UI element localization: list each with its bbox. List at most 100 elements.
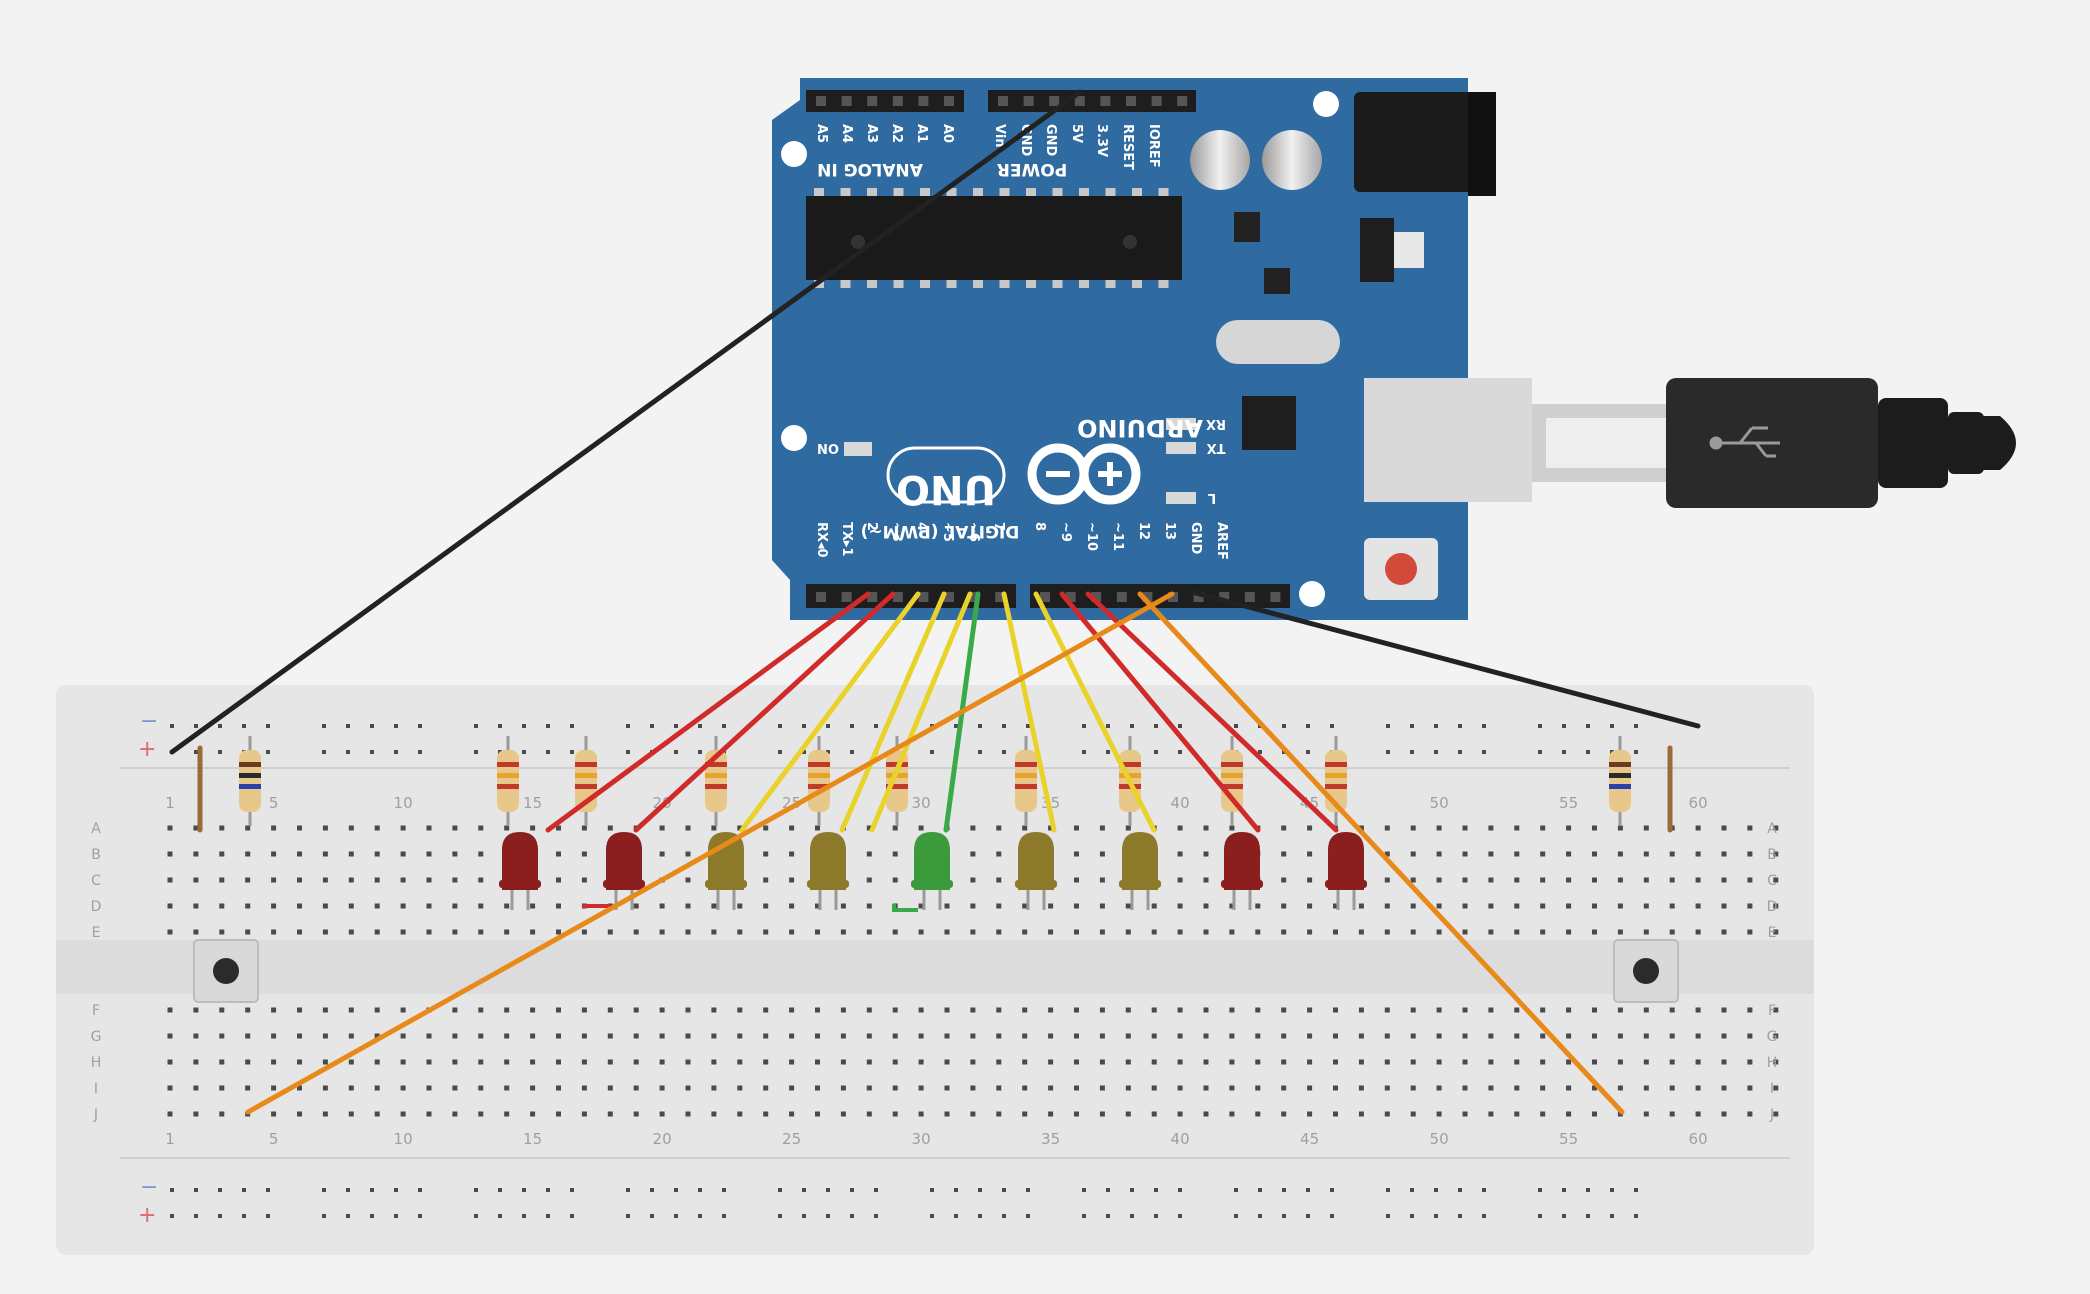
breadboard: − + − + 11551010151520202525303035354040…	[56, 685, 1814, 1255]
tx-led-label: TX	[1207, 440, 1226, 455]
row-label: F	[1768, 1003, 1776, 1019]
pin-label: IOREF	[1146, 124, 1161, 168]
column-label: 1	[165, 794, 175, 812]
pin-label: ~10	[1084, 522, 1099, 551]
led	[807, 832, 849, 910]
column-label: 50	[1430, 794, 1449, 812]
row-label: B	[91, 847, 101, 863]
pin-label: 3.3V	[1094, 124, 1109, 157]
wire-yellow	[869, 591, 973, 833]
usb-cable	[1546, 378, 2016, 508]
pin-label: ~11	[1110, 522, 1125, 551]
led	[1119, 832, 1161, 910]
pin-label: ~9	[1058, 522, 1073, 542]
l-led-label: L	[1208, 490, 1216, 505]
rail-minus-top: −	[140, 709, 158, 734]
pin-label: A4	[839, 124, 854, 143]
pin-label: AREF	[1214, 522, 1229, 560]
jumper-wire	[892, 904, 918, 912]
column-label: 5	[269, 794, 279, 812]
pin-label: RX◂0	[814, 522, 829, 558]
column-label: 40	[1171, 1130, 1190, 1148]
row-label: D	[1767, 899, 1778, 915]
pin-label: A5	[814, 124, 829, 143]
arduino-logo-icon	[1027, 443, 1141, 505]
pin-label: ~6	[966, 522, 981, 542]
wire-yellow	[1033, 591, 1157, 833]
column-label: 30	[912, 1130, 931, 1148]
power-label: POWER	[997, 159, 1067, 179]
row-label: I	[1770, 1081, 1774, 1097]
wire-black	[169, 89, 1083, 755]
pin-label: GND	[1043, 124, 1058, 157]
pin-label: 7	[991, 522, 1006, 531]
row-label: C	[1767, 873, 1777, 889]
pin-label: 8	[1032, 522, 1047, 531]
pin-label: RESET	[1120, 124, 1135, 170]
pin-label: A0	[940, 124, 955, 143]
wire-yellow	[739, 591, 921, 833]
row-label: A	[91, 821, 101, 837]
push-button	[1613, 939, 1679, 1003]
rail-plus-bottom: +	[138, 1203, 156, 1228]
row-label: E	[1768, 925, 1777, 941]
arduino-model-text: UNO	[896, 466, 996, 512]
rx-led-label: RX	[1206, 416, 1226, 431]
row-label: G	[91, 1029, 102, 1045]
pin-label: A1	[914, 124, 929, 143]
wire-red	[633, 591, 896, 833]
row-label: H	[91, 1055, 102, 1071]
row-label: J	[93, 1107, 98, 1123]
pin-label: 13	[1162, 522, 1177, 540]
column-label: 55	[1559, 794, 1578, 812]
pin-label: 5V	[1069, 124, 1084, 143]
rail-minus-bottom: −	[140, 1175, 158, 1200]
row-label: J	[1769, 1107, 1774, 1123]
pin-label: A2	[889, 124, 904, 143]
pin-label: ~5	[940, 522, 955, 542]
wire-red	[1059, 591, 1261, 833]
pin-label: 4	[914, 522, 929, 531]
row-label: I	[94, 1081, 98, 1097]
column-label: 10	[394, 1130, 413, 1148]
column-label: 35	[1041, 1130, 1060, 1148]
led	[911, 832, 953, 910]
column-label: 30	[912, 794, 931, 812]
row-label: G	[1767, 1029, 1778, 1045]
push-button	[193, 939, 259, 1003]
column-label: 10	[394, 794, 413, 812]
wire-yellow	[1001, 591, 1057, 833]
pin-label: ~3	[889, 522, 904, 542]
column-label: 60	[1689, 1130, 1708, 1148]
wire-black	[1189, 589, 1701, 729]
column-label: 55	[1559, 1130, 1578, 1148]
resistor	[705, 736, 727, 826]
resistor	[1221, 736, 1243, 826]
led	[499, 832, 541, 910]
analog-in-label: ANALOG IN	[817, 159, 923, 179]
pin-label: A3	[864, 124, 879, 143]
resistor	[239, 736, 261, 826]
arduino-logo-text: ARDUINO	[1077, 414, 1203, 442]
resistor	[1609, 736, 1631, 826]
led	[1015, 832, 1057, 910]
pin-label: GND	[1188, 522, 1203, 555]
wire-red	[1085, 591, 1339, 833]
wire-red	[545, 591, 871, 833]
digital-label: DIGITAL (PWM~)	[861, 521, 1020, 541]
pin-label: Vin	[992, 124, 1007, 148]
row-label: A	[1767, 821, 1777, 837]
rail-plus-top: +	[138, 737, 156, 762]
pin-label: 2	[864, 522, 879, 531]
row-label: H	[1767, 1055, 1778, 1071]
wire-orange	[1137, 591, 1625, 1115]
column-label: 15	[523, 1130, 542, 1148]
column-label: 5	[269, 1130, 279, 1148]
row-label: E	[92, 925, 101, 941]
column-label: 50	[1430, 1130, 1449, 1148]
row-label: C	[91, 873, 101, 889]
column-label: 60	[1689, 794, 1708, 812]
on-led-label: ON	[817, 440, 839, 455]
wire-orange	[245, 591, 1175, 1115]
